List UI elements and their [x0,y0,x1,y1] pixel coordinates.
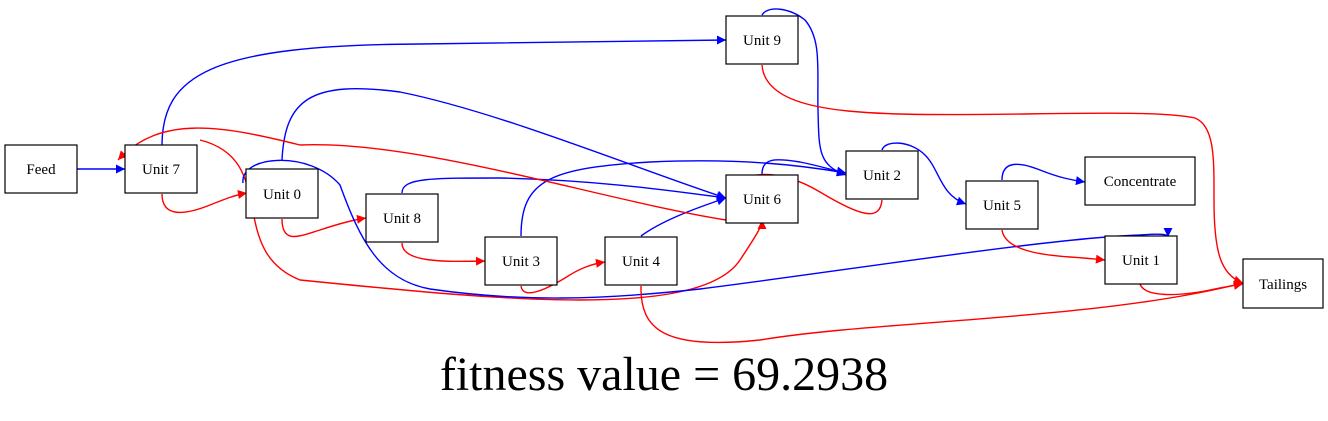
edge-unit7-unit6 [199,139,767,301]
edge-unit6-unit2 [761,159,847,176]
svg-text:Unit 0: Unit 0 [263,187,301,203]
node-unit-5: Unit 5 [965,180,1039,230]
flowsheet-diagram: Feed Unit 7 Unit 0 Unit 9 Unit 8 Unit 3 … [4,8,1324,344]
edge-unit3-unit2 [520,160,847,237]
edge-unit4-unit6 [640,196,727,237]
node-unit-9: Unit 9 [725,15,799,65]
edge-unit0-unit8 [281,214,367,238]
edge-unit0-unit1 [242,159,1173,299]
edge-unit9-unit2-tailings [761,64,1244,285]
edge-unit5-concentrate [1001,163,1086,186]
node-unit-4: Unit 4 [604,236,678,286]
fitness-caption: fitness value = 69.2938 [439,348,889,401]
svg-text:Unit 8: Unit 8 [383,211,421,227]
edge-unit8-unit6 [401,177,727,202]
node-unit-3: Unit 3 [484,236,558,286]
edge-unit4-tailings [640,280,1244,344]
svg-text:Unit 2: Unit 2 [863,168,901,184]
node-unit-6: Unit 6 [725,174,799,224]
edge-unit5-unit1 [1001,229,1106,264]
edge-unit1-tailings [1139,280,1244,296]
svg-text:Unit 9: Unit 9 [743,33,781,49]
svg-text:Unit 4: Unit 4 [622,254,660,270]
svg-text:Tailings: Tailings [1259,277,1307,293]
node-unit-2: Unit 2 [845,150,919,200]
node-unit-7: Unit 7 [124,144,198,194]
svg-text:Unit 1: Unit 1 [1122,253,1160,269]
node-unit-1: Unit 1 [1104,235,1178,285]
svg-text:Unit 6: Unit 6 [743,192,781,208]
svg-text:Feed: Feed [26,162,56,178]
node-tailings: Tailings [1242,258,1324,309]
svg-text:Unit 3: Unit 3 [502,254,540,270]
edge-unit2-unit5 [881,142,967,206]
edge-unit0-unit6 [281,88,727,200]
node-concentrate: Concentrate [1084,156,1196,206]
edge-unit8-unit3 [401,242,486,266]
svg-text:Unit 5: Unit 5 [983,198,1021,214]
edge-unit7-unit0 [161,190,248,214]
node-unit-8: Unit 8 [365,193,439,243]
svg-text:Unit 7: Unit 7 [142,162,180,178]
edge-unit6-unit7 [117,127,727,221]
edge-unit9-unit2 [761,8,847,177]
svg-text:Concentrate: Concentrate [1104,174,1177,190]
node-unit-0: Unit 0 [245,168,319,219]
edge-unit7-unit9 [161,35,727,147]
node-feed: Feed [4,144,78,194]
edge-unit3-unit4 [520,258,606,294]
